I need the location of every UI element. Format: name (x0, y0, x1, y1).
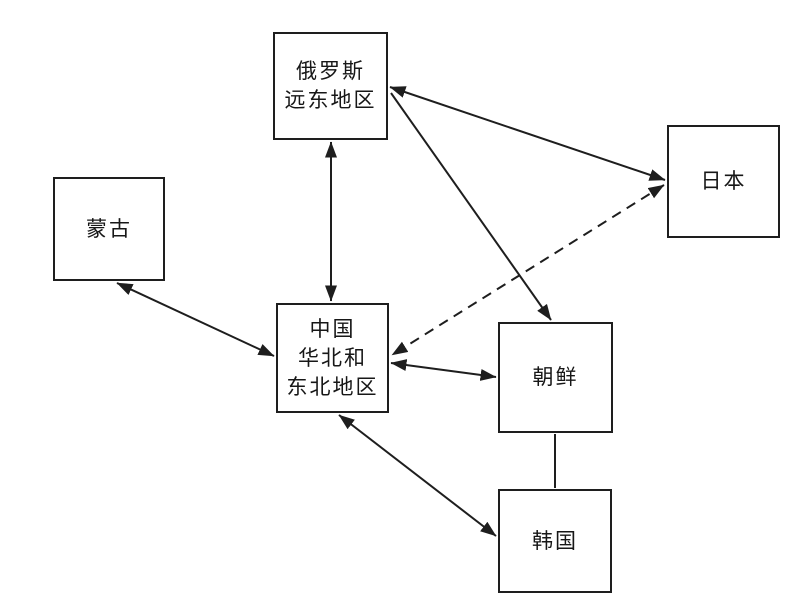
edge-japan-china-dashed (391, 184, 665, 356)
node-mongolia: 蒙古 (53, 177, 165, 281)
node-north-korea-label: 朝鲜 (532, 365, 579, 389)
node-china-north-northeast-label: 中国 华北和 东北地区 (286, 316, 379, 399)
edge-china-north-korea (390, 359, 497, 381)
node-mongolia-label: 蒙古 (86, 216, 132, 241)
node-japan-label: 日本 (700, 169, 747, 193)
edge-china-south-korea (338, 414, 497, 537)
node-japan: 日本 (667, 125, 780, 238)
node-north-korea: 朝鲜 (498, 322, 613, 433)
edge-russia-north-korea (390, 92, 552, 321)
node-china-north-northeast: 中国 华北和 东北地区 (276, 303, 389, 413)
edge-russia-japan (389, 86, 666, 181)
node-russia-far-east-label: 俄罗斯 远东地区 (284, 59, 377, 112)
node-south-korea-label: 韩国 (532, 528, 578, 553)
edge-mongolia-china (116, 282, 275, 357)
edges-group (116, 86, 666, 537)
node-russia-far-east: 俄罗斯 远东地区 (273, 32, 388, 140)
node-south-korea: 韩国 (498, 489, 612, 593)
